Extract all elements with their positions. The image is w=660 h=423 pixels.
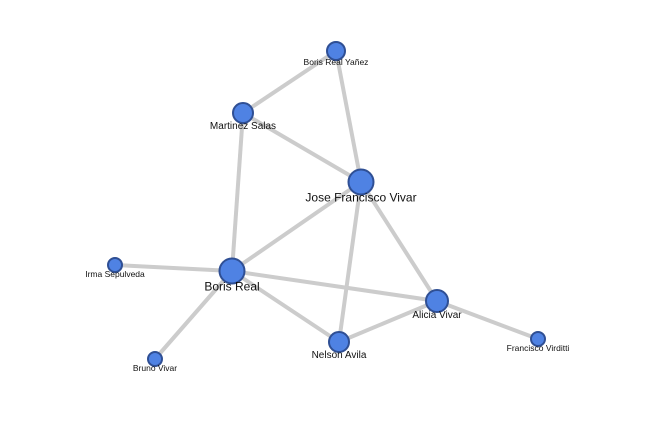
node-bry[interactable]: Boris Real Yañez <box>304 41 369 67</box>
node-circle[interactable] <box>328 331 350 353</box>
node-av[interactable]: Alicia Vivar <box>412 289 462 321</box>
node-circle[interactable] <box>232 102 254 124</box>
node-label: Nelson Avila <box>312 350 367 361</box>
node-circle[interactable] <box>530 331 546 347</box>
node-circle[interactable] <box>218 257 246 285</box>
node-label: Bruno Vivar <box>133 363 177 373</box>
node-label: Jose Francisco Vivar <box>305 191 416 205</box>
edge-av-fv <box>435 299 540 341</box>
edge-bry-jfv <box>334 49 363 184</box>
node-is[interactable]: Irma Sepulveda <box>85 257 145 279</box>
edges-layer <box>113 49 540 361</box>
node-label: Boris Real <box>204 280 259 294</box>
node-circle[interactable] <box>326 41 346 61</box>
node-circle[interactable] <box>347 168 375 196</box>
edge-jfv-na <box>337 180 363 344</box>
node-label: Boris Real Yañez <box>304 57 369 67</box>
edge-br-is <box>113 263 234 273</box>
node-label: Irma Sepulveda <box>85 269 145 279</box>
node-fv[interactable]: Francisco Virditti <box>507 331 570 353</box>
edge-na-av <box>337 299 439 344</box>
node-label: Alicia Vivar <box>412 310 462 321</box>
edge-br-na <box>230 269 341 344</box>
edge-jfv-br <box>230 180 363 273</box>
node-label: Martinez Salas <box>210 121 276 132</box>
node-jfv[interactable]: Jose Francisco Vivar <box>305 168 417 205</box>
node-bv[interactable]: Bruno Vivar <box>133 351 177 373</box>
edge-br-bv <box>153 269 234 361</box>
edge-br-av <box>230 269 439 303</box>
node-circle[interactable] <box>425 289 449 313</box>
node-circle[interactable] <box>147 351 163 367</box>
node-ms[interactable]: Martinez Salas <box>210 102 276 132</box>
edge-ms-br <box>230 111 245 273</box>
node-label: Francisco Virditti <box>507 343 570 353</box>
node-circle[interactable] <box>107 257 123 273</box>
node-na[interactable]: Nelson Avila <box>312 331 367 361</box>
edge-jfv-av <box>359 180 439 303</box>
edge-ms-jfv <box>241 111 363 184</box>
node-br[interactable]: Boris Real <box>204 257 260 294</box>
edge-bry-ms <box>241 49 338 115</box>
